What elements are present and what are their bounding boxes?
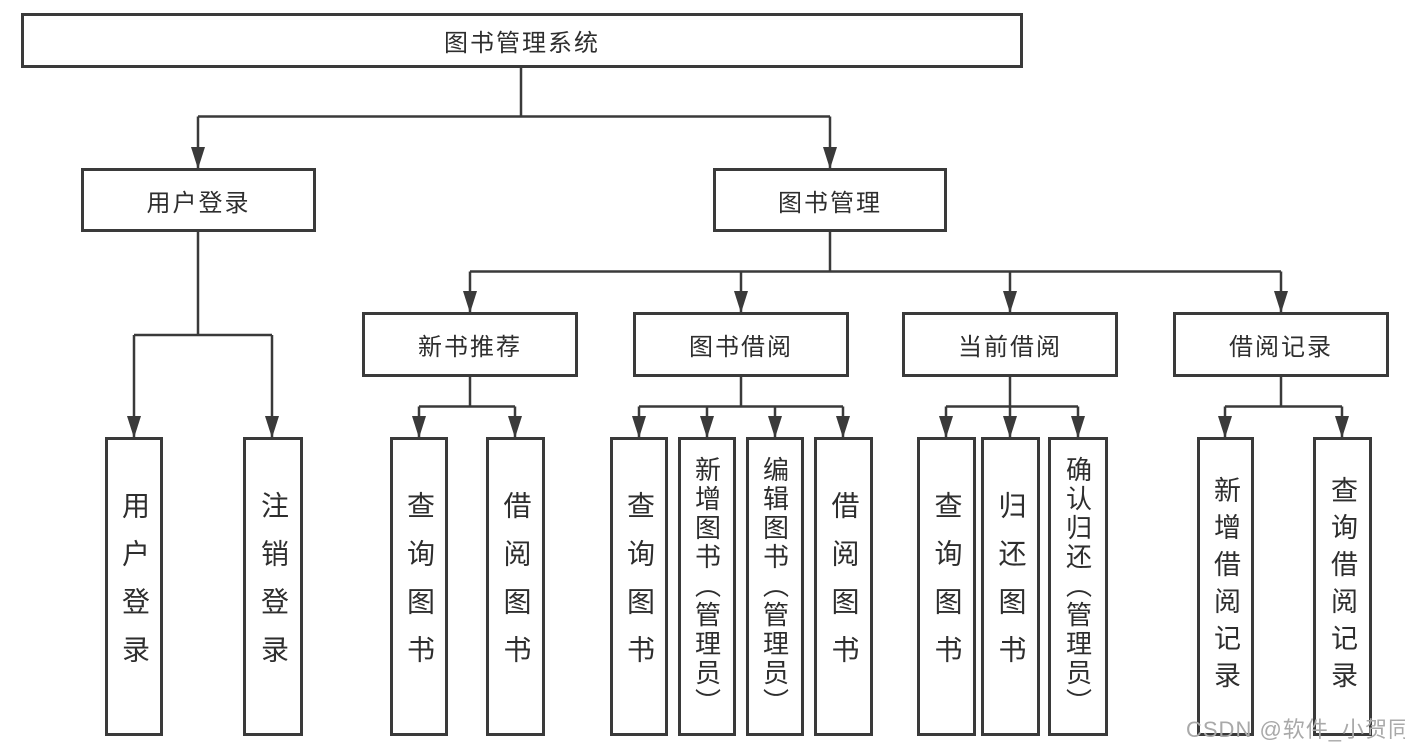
node-new-book-recommend: 新书推荐 <box>362 312 578 377</box>
leaf-query-books-recommend: 查询图书 <box>390 437 448 736</box>
leaf-query-books-current: 查询图书 <box>917 437 976 736</box>
node-current-borrowing: 当前借阅 <box>902 312 1118 377</box>
leaf-add-books-admin: 新增图书（管理员） <box>678 437 736 736</box>
leaf-borrow-books-recommend: 借阅图书 <box>486 437 545 736</box>
node-library-management-system: 图书管理系统 <box>21 13 1023 68</box>
leaf-query-borrow-record: 查询借阅记录 <box>1313 437 1372 736</box>
node-user-login: 用户登录 <box>81 168 316 232</box>
leaf-confirm-return-admin: 确认归还（管理员） <box>1048 437 1108 736</box>
node-borrowing-records: 借阅记录 <box>1173 312 1389 377</box>
leaf-edit-books-admin: 编辑图书（管理员） <box>746 437 804 736</box>
leaf-user-login: 用户登录 <box>105 437 163 736</box>
node-book-borrowing: 图书借阅 <box>633 312 849 377</box>
node-book-management: 图书管理 <box>713 168 947 232</box>
leaf-logout: 注销登录 <box>243 437 303 736</box>
leaf-add-borrow-record: 新增借阅记录 <box>1197 437 1254 736</box>
leaf-borrow-books: 借阅图书 <box>814 437 873 736</box>
leaf-query-books-borrowing: 查询图书 <box>610 437 668 736</box>
leaf-return-books: 归还图书 <box>981 437 1040 736</box>
watermark: CSDN @软件_小贺同学 <box>1186 717 1405 742</box>
